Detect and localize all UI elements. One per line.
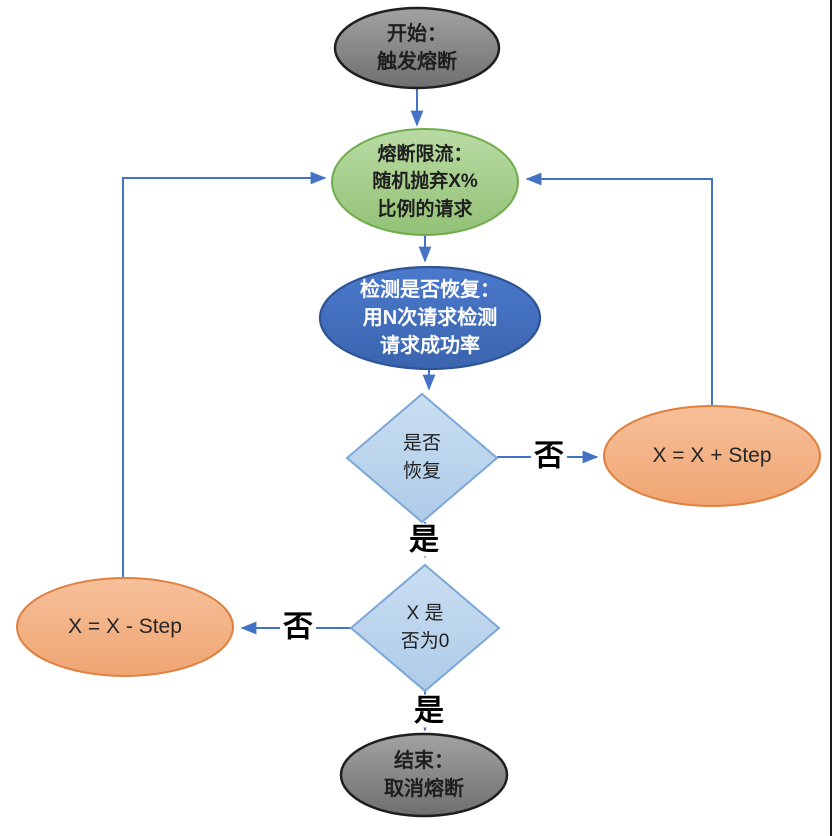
edge-decrease-limit [122, 171, 327, 577]
limit-ellipse [331, 128, 519, 236]
edge-increase-limit [525, 172, 713, 405]
start-ellipse [333, 6, 501, 90]
decrease-ellipse [16, 577, 234, 677]
end-ellipse [339, 732, 509, 818]
zero-diamond [349, 563, 501, 693]
image-right-border [830, 0, 832, 836]
recover-diamond [345, 392, 499, 524]
increase-ellipse [603, 405, 821, 507]
detect-ellipse [318, 265, 542, 371]
